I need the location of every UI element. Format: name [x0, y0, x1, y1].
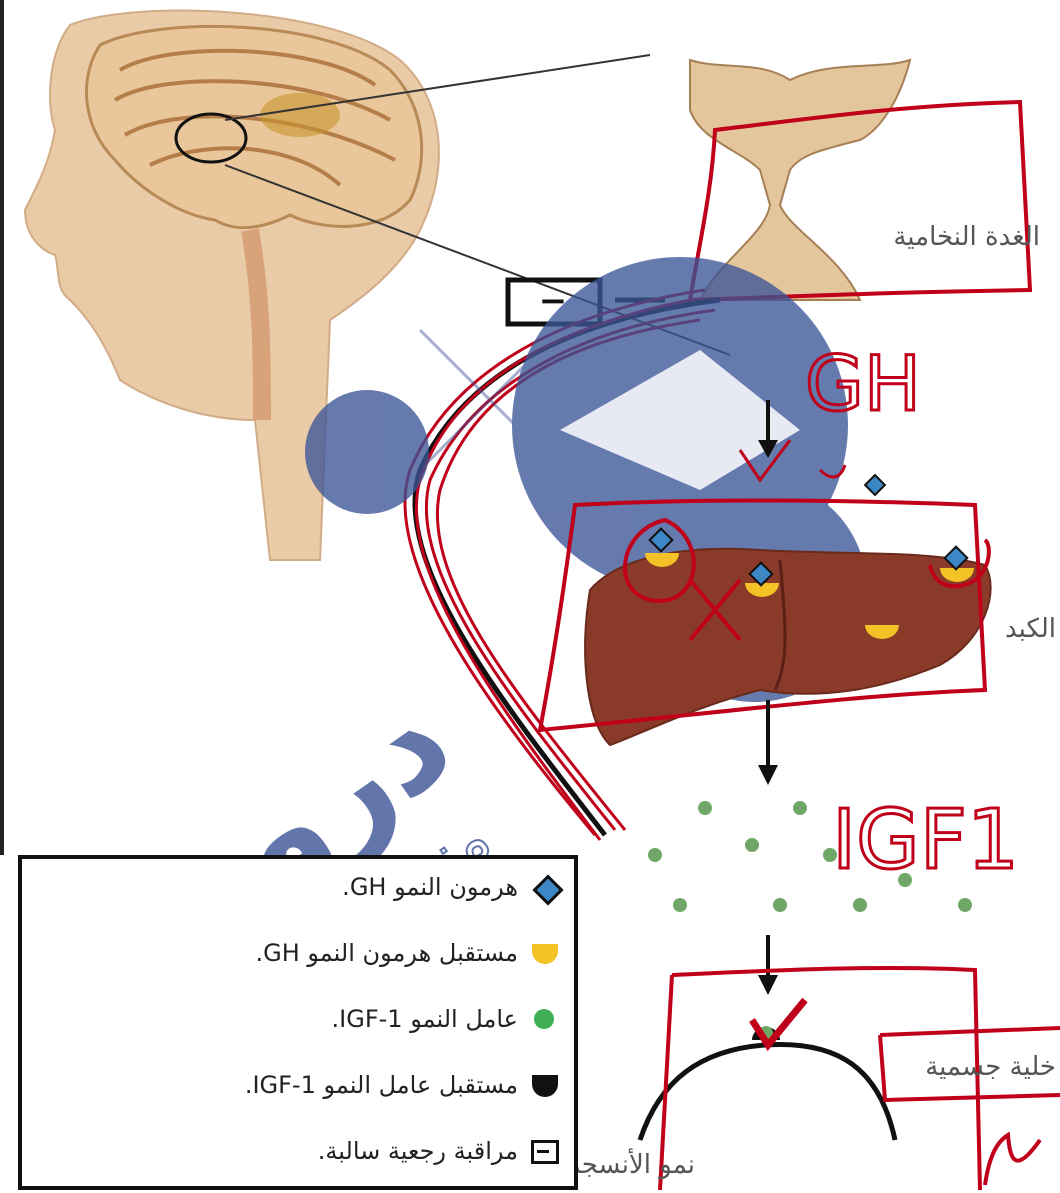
negative-feedback-icon [530, 1138, 560, 1164]
igf-dot-icon [530, 1006, 560, 1032]
legend-text-gh-receptor: مستقبل هرمون النمو GH. [255, 939, 518, 967]
label-body-cell: خلية جسمية [925, 1052, 1056, 1082]
body-cell [640, 1044, 895, 1140]
legend-text-igf: عامل النمو IGF-1. [332, 1005, 518, 1033]
legend-item-gh-receptor: مستقبل هرمون النمو GH. [255, 939, 560, 967]
legend-item-igf-receptor: مستقبل عامل النمو IGF-1. [245, 1071, 560, 1099]
handwritten-gh: GH [805, 339, 921, 428]
igf-receptor-icon [530, 1072, 560, 1098]
gh-receptor-icon [530, 940, 560, 966]
legend-item-gh: هرمون النمو GH. [342, 873, 560, 901]
legend-text-feedback: مراقبة رجعية سالبة. [318, 1137, 518, 1165]
liver [585, 549, 990, 745]
legend-item-igf: عامل النمو IGF-1. [332, 1005, 560, 1033]
label-liver: الكبد [1005, 614, 1056, 644]
legend-text-gh: هرمون النمو GH. [342, 873, 518, 901]
handwritten-igf: IGF1 [832, 793, 1019, 888]
label-pituitary: الغدة النخامية [893, 222, 1040, 252]
gh-diamond-icon [530, 874, 560, 900]
legend-text-igf-receptor: مستقبل عامل النمو IGF-1. [245, 1071, 518, 1099]
legend-item-feedback: مراقبة رجعية سالبة. [318, 1137, 560, 1165]
legend-box: هرمون النمو GH. مستقبل هرمون النمو GH. ع… [18, 855, 578, 1190]
